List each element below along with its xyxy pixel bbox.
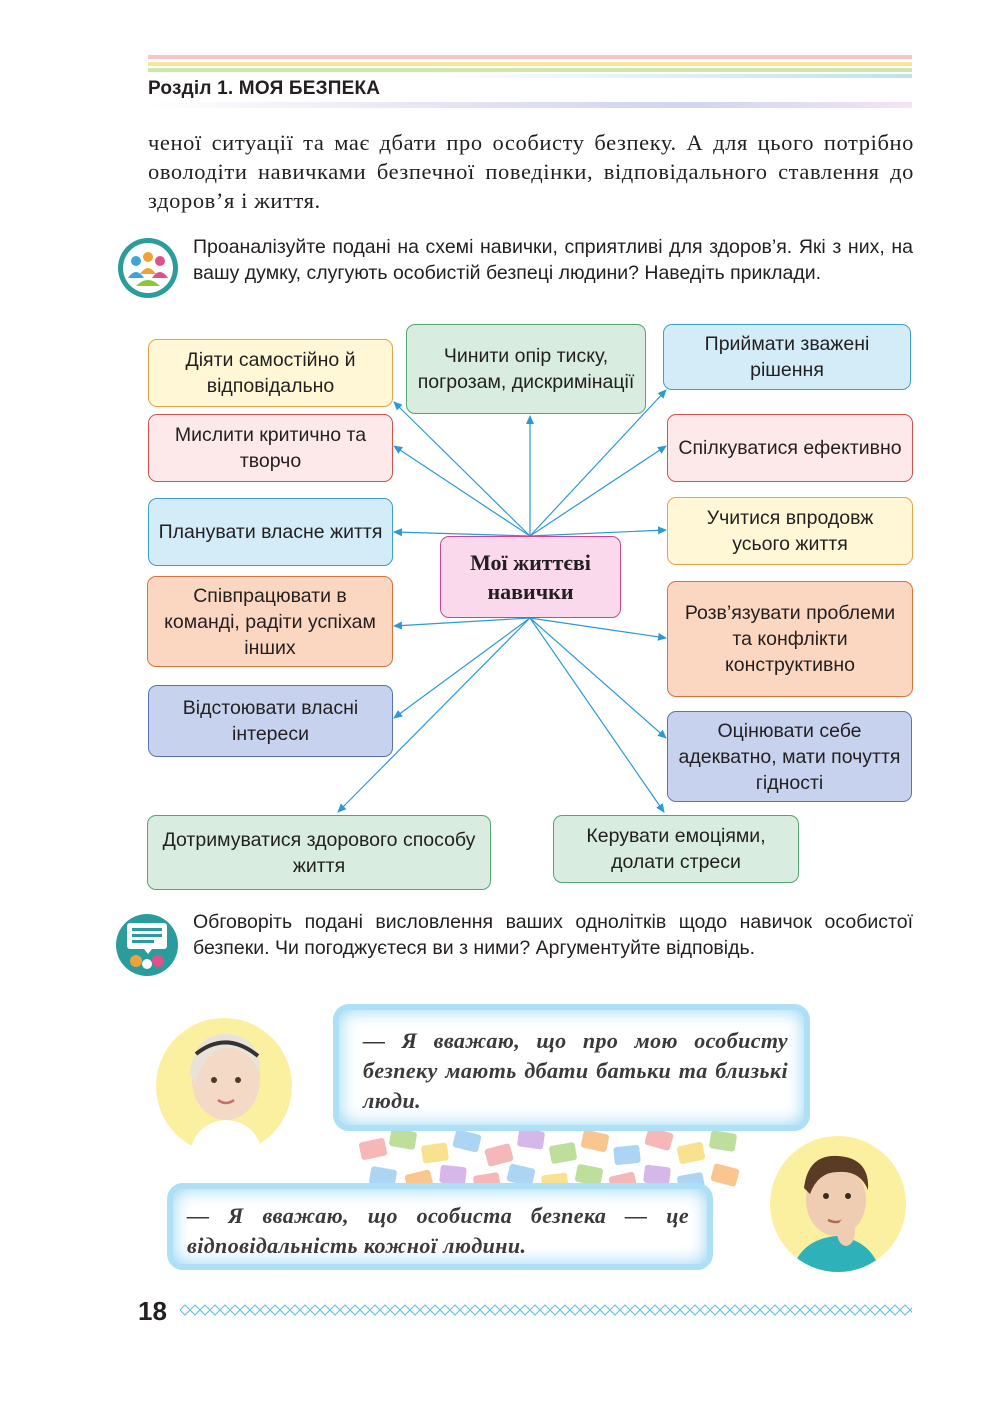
quote-text-2: — Я вважаю, що особиста безпека — це від…	[187, 1203, 689, 1258]
skill-box: Учитися впродовж усього життя	[667, 497, 913, 565]
header-stripe-yellow	[148, 62, 912, 66]
skill-box: Діяти самостійно й відповідально	[148, 339, 393, 407]
arrow-7	[529, 526, 667, 537]
section-title: Розділ 1. МОЯ БЕЗПЕКА	[148, 78, 381, 99]
skill-box: Мислити критично та творчо	[148, 414, 393, 482]
skill-box: Чинити опір тиску, погрозам, дискримінац…	[406, 324, 646, 414]
skill-box: Відстоювати власні інтереси	[148, 685, 393, 757]
arrow-6	[393, 528, 531, 537]
quote-bubble-2: — Я вважаю, що особиста безпека — це від…	[167, 1183, 713, 1270]
quote-bubble-1: — Я вважаю, що про мою особисту безпеку …	[333, 1004, 810, 1131]
arrow-3	[529, 389, 667, 537]
group-work-icon	[116, 236, 180, 300]
arrow-11	[529, 617, 667, 739]
header-stripe-pink	[148, 55, 912, 59]
task-2-text: Обговоріть подані висловлення ваших одно…	[193, 911, 913, 959]
arrow-13	[529, 617, 665, 813]
quote-text-1: — Я вважаю, що про мою особисту безпеку …	[363, 1028, 788, 1113]
arrow-5	[529, 445, 667, 537]
diagram-center: Мої життєві навички	[440, 536, 621, 618]
skill-box: Керувати емоціями, долати стреси	[553, 815, 799, 883]
header-stripe-blue	[420, 74, 912, 78]
arrow-10	[393, 617, 531, 719]
arrow-1	[393, 401, 531, 537]
header-stripe-green	[148, 68, 912, 72]
skill-box: Приймати зважені рішення	[663, 324, 911, 390]
footer-zigzag	[180, 1304, 912, 1316]
header-band	[148, 102, 912, 108]
skill-box: Оцінювати себе адекватно, мати почуття г…	[667, 711, 912, 802]
arrow-12	[337, 617, 531, 813]
girl-avatar	[148, 1010, 300, 1162]
boy-avatar	[762, 1128, 914, 1280]
skill-box: Спілкуватися ефективно	[667, 414, 913, 482]
discussion-icon	[114, 912, 180, 978]
intro-paragraph: ченої ситуації та має дбати про особисту…	[148, 130, 914, 213]
arrow-8	[393, 617, 531, 630]
task-1-text: Проаналізуйте подані на схемі навички, с…	[193, 236, 913, 284]
skill-box: Планувати власне життя	[148, 498, 393, 566]
arrow-9	[529, 617, 667, 641]
arrow-4	[393, 445, 531, 537]
skill-box: Розв’язувати проблеми та конфлікти конст…	[667, 581, 913, 697]
page-number: 18	[138, 1296, 167, 1326]
skill-box: Дотримуватися здорового способу життя	[147, 815, 491, 890]
skill-box: Співпрацювати в команді, радіти успіхам …	[147, 576, 393, 667]
